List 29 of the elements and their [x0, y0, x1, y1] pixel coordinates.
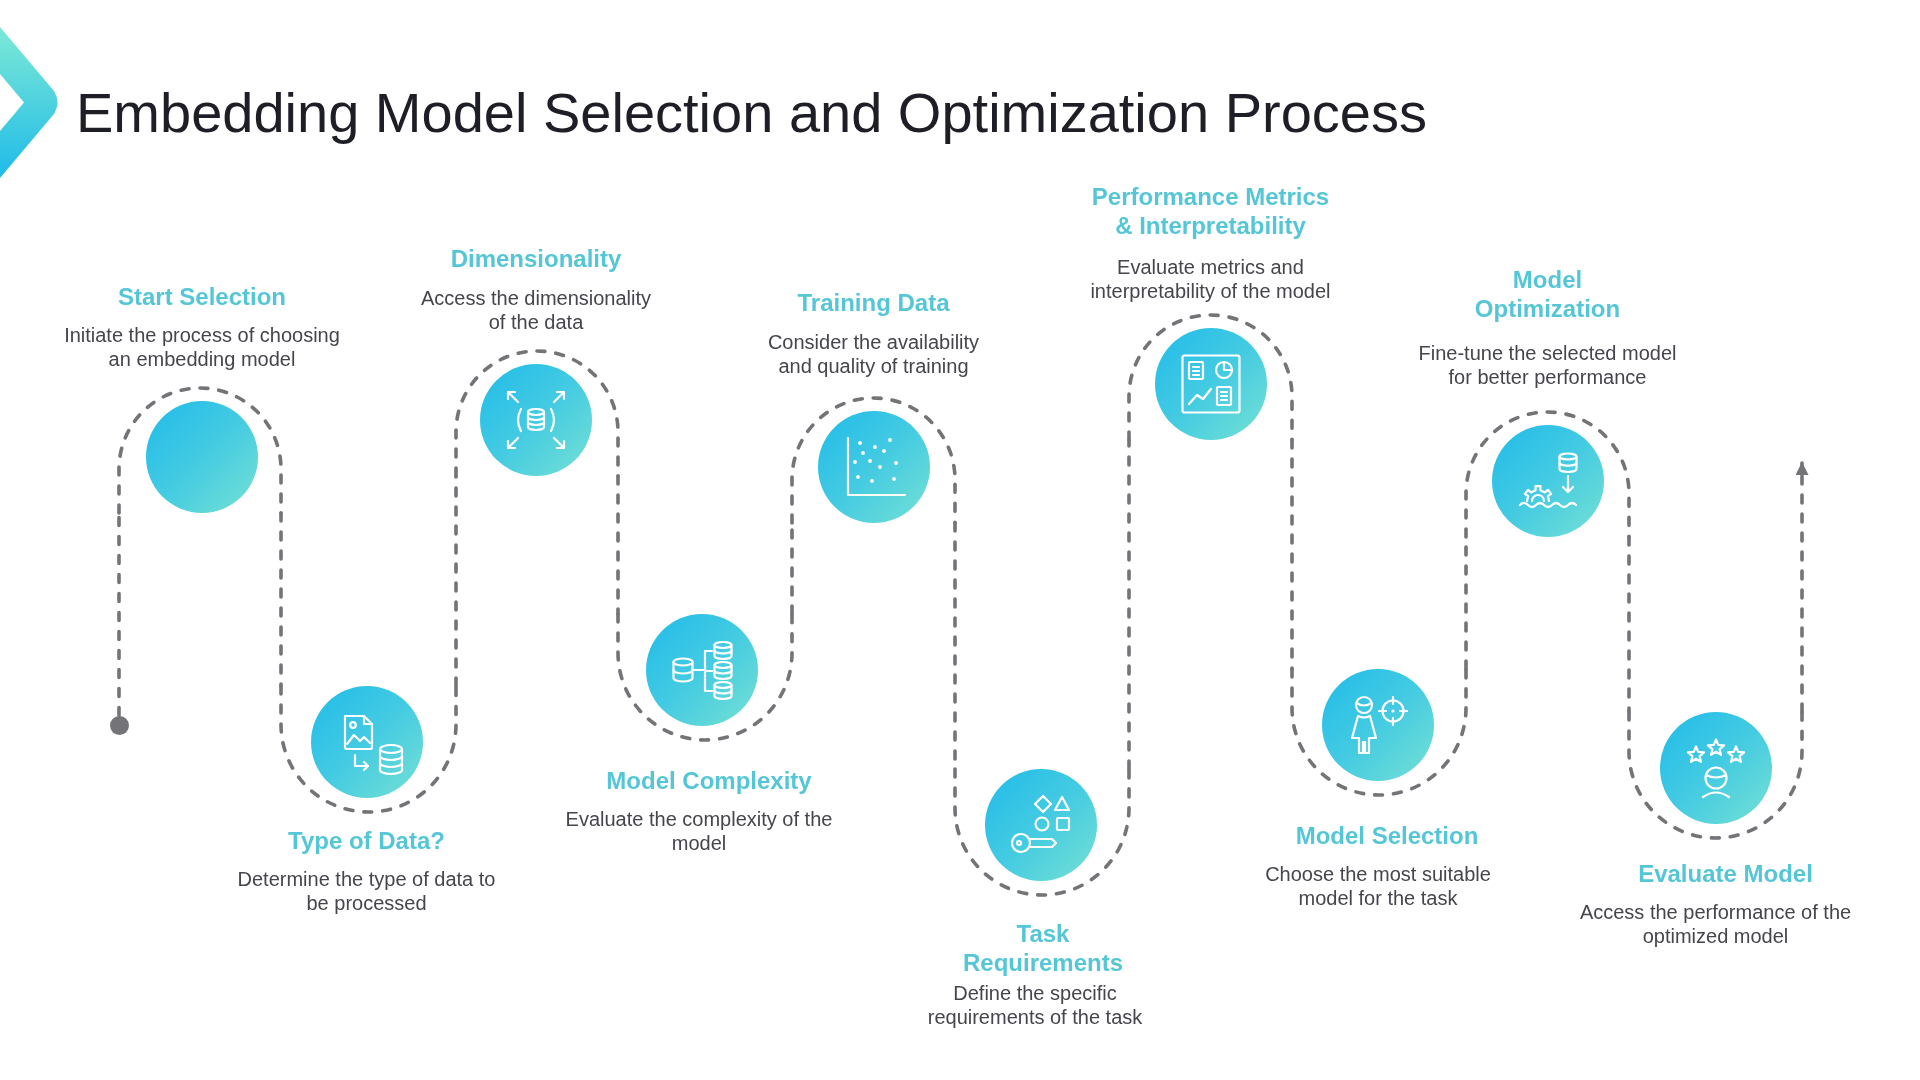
step-description: Consider the availability and quality of training — [766, 330, 981, 378]
step-description: Evaluate the complexity of the model — [564, 807, 834, 855]
step-description: Determine the type of data to be processed — [236, 867, 497, 915]
start-dot — [109, 715, 129, 735]
step-title: Training Data — [796, 288, 951, 317]
dashed-line — [616, 474, 620, 616]
step-title: Model Complexity — [605, 766, 813, 795]
step-description: Access the performance of the optimized model — [1578, 900, 1853, 948]
step-title: Task Requirements — [961, 919, 1124, 977]
diagram-title: Embedding Model Selection and Optimization Process — [76, 81, 1427, 145]
step-title: Model Selection — [1294, 821, 1480, 850]
step-title: Dimensionality — [449, 244, 623, 273]
step-description: Choose the most suitable model for the task — [1264, 862, 1492, 910]
step-title: Type of Data? — [287, 826, 446, 855]
step-description: Initiate the process of choosing an embedding model — [63, 323, 341, 371]
step-description: Define the specific requirements of the task — [926, 981, 1144, 1029]
dashed-arrow — [1795, 461, 1809, 714]
step-title: Performance Metrics & Interpretability — [1090, 182, 1331, 240]
dashed-line — [454, 474, 458, 688]
step-description: Access the dimensionality of the data — [419, 286, 653, 334]
step-description: Evaluate metrics and interpretability of the model — [1089, 255, 1332, 303]
dashed-line — [279, 511, 283, 688]
step-description: Fine-tune the selected model for better performance — [1417, 341, 1678, 389]
dashed-line — [1627, 535, 1631, 714]
step-title: Start Selection — [117, 282, 287, 311]
step-title: Model Optimization — [1473, 265, 1622, 323]
dashed-line — [1127, 438, 1131, 771]
dashed-line — [1290, 438, 1294, 671]
step-title: Evaluate Model — [1637, 859, 1814, 888]
